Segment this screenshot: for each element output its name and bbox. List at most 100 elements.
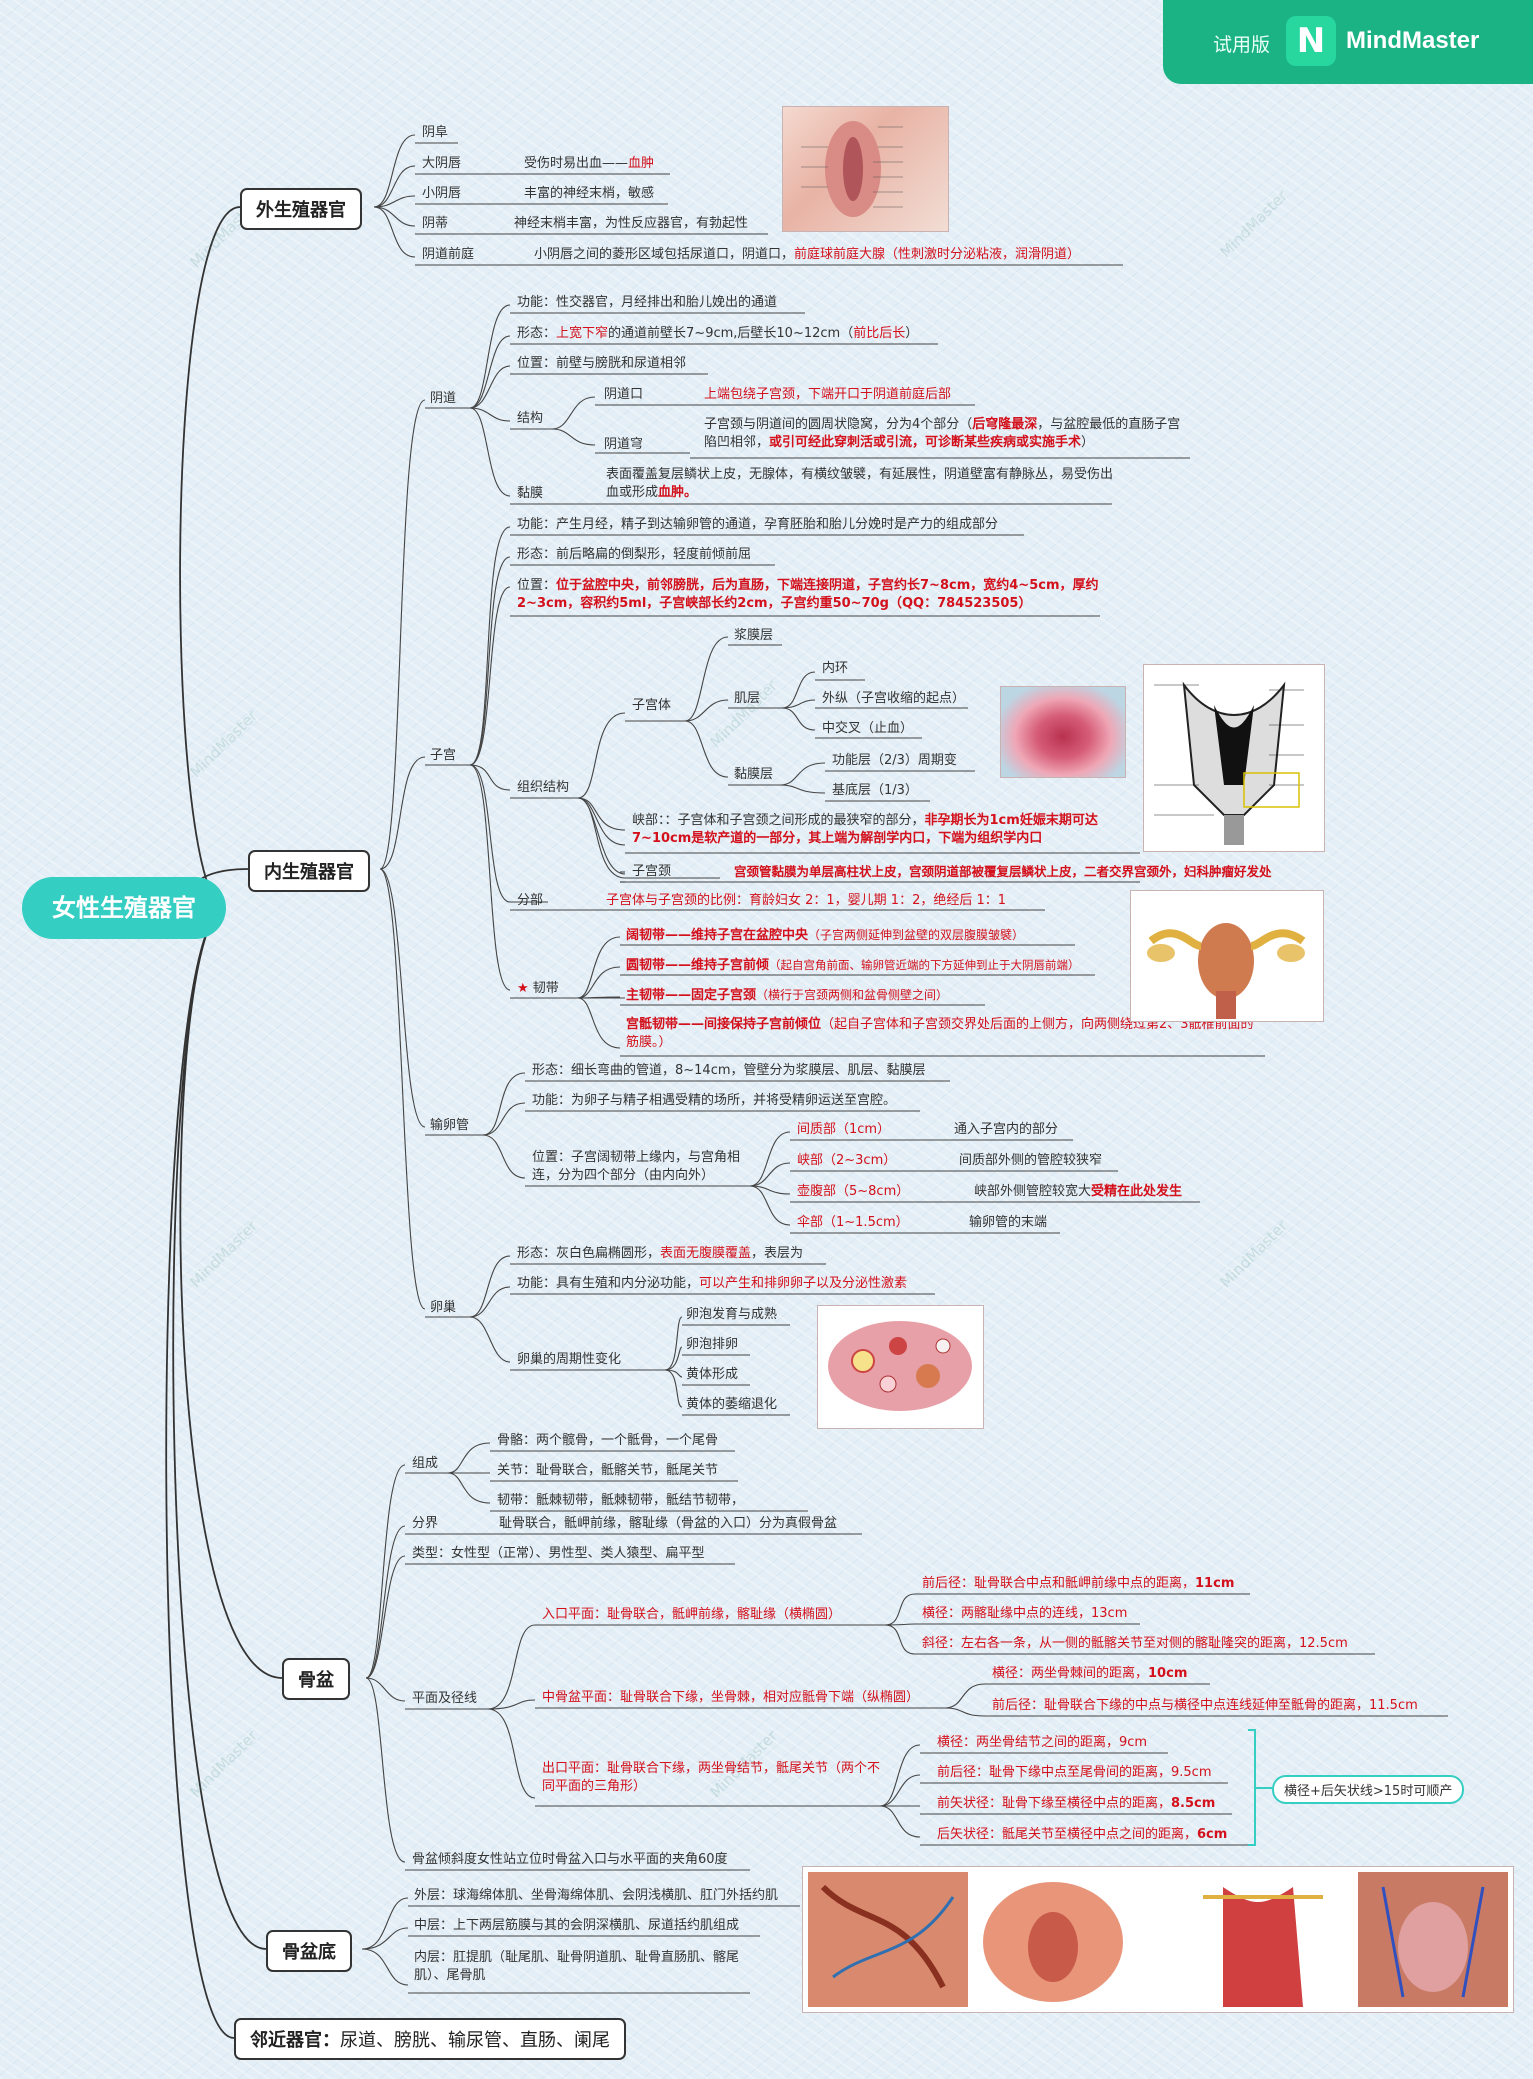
node-inlet-plane[interactable]: 入口平面：耻骨联合，骶岬前缘，髂耻缘（横椭圆） bbox=[542, 1607, 842, 1622]
node-uterus-position[interactable]: 位置：位于盆腔中央，前邻膀胱，后为直肠，下端连接阴道，子宫约长7~8cm，宽约4… bbox=[517, 578, 1099, 611]
brand-name: MindMaster bbox=[1346, 27, 1480, 54]
node-mons[interactable]: 阴阜 bbox=[422, 125, 449, 140]
node-ovary-function[interactable]: 功能：具有生殖和内分泌功能，可以产生和排卵卵子以及分泌性激素 bbox=[517, 1276, 908, 1291]
node-floor-inner[interactable]: 内层：肛提肌（耻尾肌、耻骨阴道肌、耻骨直肠肌、髂尾肌）、尾骨肌 bbox=[414, 1950, 740, 1983]
node-broad-ligament[interactable]: 阔韧带——维持子宫在盆腔中央（子宫两侧延伸到盆壁的双层腹膜皱襞） bbox=[626, 928, 1025, 943]
node-myometrium[interactable]: 肌层 bbox=[734, 691, 761, 706]
node-vagina-mucosa-note[interactable]: 表面覆盖复层鳞状上皮，无腺体，有横纹皱襞，有延展性，阴道壁富有静脉丛，易受伤出血… bbox=[606, 467, 1114, 500]
node-ovary-shape[interactable]: 形态：灰白色扁椭圆形，表面无腹膜覆盖，表层为 bbox=[517, 1246, 804, 1261]
node-vestibule[interactable]: 阴道前庭 bbox=[422, 247, 475, 262]
node-vestibule-note[interactable]: 小阴唇之间的菱形区域包括尿道口，阴道口，前庭球前庭大腺（性刺激时分泌粘液，润滑阴… bbox=[534, 247, 1081, 262]
node-interstitial[interactable]: 间质部（1cm） bbox=[797, 1122, 891, 1137]
node-pelvis-joints[interactable]: 关节：耻骨联合，骶髂关节，骶尾关节 bbox=[497, 1463, 719, 1478]
node-functional-layer[interactable]: 功能层（2/3）周期变 bbox=[832, 753, 957, 768]
node-corpus-luteum[interactable]: 黄体形成 bbox=[686, 1367, 739, 1382]
node-uterus-tissue[interactable]: 组织结构 bbox=[517, 780, 570, 795]
node-uterus-shape[interactable]: 形态：前后略扁的倒梨形，轻度前倾前屈 bbox=[517, 547, 752, 562]
node-outlet-anterior-sagittal[interactable]: 前矢状径：耻骨下缘至横径中点的距离，8.5cm bbox=[937, 1796, 1216, 1811]
node-vaginal-fornix[interactable]: 阴道穹 bbox=[604, 437, 644, 452]
node-fimbria[interactable]: 伞部（1~1.5cm） bbox=[797, 1215, 909, 1230]
node-tube-function[interactable]: 功能：为卵子与精子相遇受精的场所，并将受精卵运送至宫腔。 bbox=[532, 1093, 897, 1108]
node-pelvis-composition[interactable]: 组成 bbox=[412, 1456, 439, 1471]
node-labia-majora[interactable]: 大阴唇 bbox=[422, 156, 462, 171]
node-labia-majora-note[interactable]: 受伤时易出血——血肿 bbox=[524, 156, 655, 171]
node-vagina-structure[interactable]: 结构 bbox=[517, 411, 544, 426]
node-inlet-transverse[interactable]: 横径：两髂耻缘中点的连线，13cm bbox=[922, 1606, 1128, 1621]
node-follicle-development[interactable]: 卵泡发育与成熟 bbox=[686, 1307, 778, 1322]
node-outlet-transverse[interactable]: 横径：两坐骨结节之间的距离，9cm bbox=[937, 1735, 1148, 1750]
node-tube-position[interactable]: 位置：子宫阔韧带上缘内，与宫角相连，分为四个部分（由内向外） bbox=[532, 1150, 741, 1183]
node-ampulla[interactable]: 壶腹部（5~8cm） bbox=[797, 1184, 910, 1199]
node-vagina-position[interactable]: 位置：前壁与膀胱和尿道相邻 bbox=[517, 356, 687, 371]
trial-label: 试用版 bbox=[1213, 34, 1271, 56]
delivery-condition-callout[interactable]: 横径+后矢状线>15时可顺产 bbox=[1272, 1775, 1465, 1804]
node-vaginal-fornix-note[interactable]: 子宫颈与阴道间的圆周状隐窝，分为4个部分（后穹隆最深，与盆腔最低的直肠子宫陷凹相… bbox=[704, 417, 1181, 450]
node-floor-outer[interactable]: 外层：球海绵体肌、坐骨海绵体肌、会阴浅横肌、肛门外括约肌 bbox=[414, 1888, 779, 1903]
pelvic-floor-images bbox=[802, 1866, 1514, 2013]
node-uterus-parts[interactable]: 分部 bbox=[517, 893, 544, 908]
node-vaginal-orifice[interactable]: 阴道口 bbox=[604, 387, 644, 402]
node-uterus[interactable]: 子宫 bbox=[430, 748, 457, 763]
node-ovary[interactable]: 卵巢 bbox=[430, 1300, 457, 1315]
node-fimbria-note[interactable]: 输卵管的末端 bbox=[969, 1215, 1048, 1230]
topic-adjacent-organs[interactable]: 邻近器官：尿道、膀胱、输尿管、直肠、阑尾 bbox=[234, 2018, 626, 2060]
node-inner-circular[interactable]: 内环 bbox=[822, 661, 849, 676]
topic-internal-genitalia[interactable]: 内生殖器官 bbox=[248, 850, 370, 892]
node-uterus-parts-note[interactable]: 子宫体与子宫颈的比例：育龄妇女 2：1，婴儿期 1：2，绝经后 1：1 bbox=[606, 893, 1007, 908]
node-clitoris-note[interactable]: 神经末梢丰富，为性反应器官，有勃起性 bbox=[514, 216, 749, 231]
node-ovarian-cycle[interactable]: 卵巢的周期性变化 bbox=[517, 1352, 622, 1367]
node-outlet-posterior-sagittal[interactable]: 后矢状径：骶尾关节至横径中点之间的距离，6cm bbox=[937, 1827, 1228, 1842]
node-vagina-shape[interactable]: 形态：上宽下窄的通道前壁长7~9cm,后壁长10~12cm（前比后长） bbox=[517, 326, 919, 341]
node-isthmic[interactable]: 峡部（2~3cm） bbox=[797, 1153, 897, 1168]
node-ligaments[interactable]: ★ 韧带 bbox=[517, 981, 559, 996]
node-interstitial-note[interactable]: 通入子宫内的部分 bbox=[954, 1122, 1059, 1137]
node-floor-middle[interactable]: 中层：上下两层筋膜与其的会阴深横肌、尿道括约肌组成 bbox=[414, 1918, 740, 1933]
topic-external-genitalia[interactable]: 外生殖器官 bbox=[240, 188, 362, 230]
node-uterus-function[interactable]: 功能：产生月经，精子到达输卵管的通道，孕育胚胎和胎儿分娩时是产力的组成部分 bbox=[517, 517, 999, 532]
node-outlet-ap[interactable]: 前后径：耻骨下缘中点至尾骨间的距离，9.5cm bbox=[937, 1765, 1212, 1780]
node-isthmic-note[interactable]: 间质部外侧的管腔较狭窄 bbox=[959, 1153, 1103, 1168]
node-pelvis-types[interactable]: 类型：女性型（正常）、男性型、类人猿型、扁平型 bbox=[412, 1546, 705, 1561]
node-luteal-regression[interactable]: 黄体的萎缩退化 bbox=[686, 1397, 778, 1412]
node-vaginal-orifice-note[interactable]: 上端包绕子宫颈，下端开口于阴道前庭后部 bbox=[704, 387, 952, 402]
node-endometrium[interactable]: 黏膜层 bbox=[734, 767, 774, 782]
node-outer-longitudinal[interactable]: 外纵（子宫收缩的起点） bbox=[822, 691, 966, 706]
node-pelvis-ligaments[interactable]: 韧带：骶棘韧带，骶棘韧带，骶结节韧带， bbox=[497, 1493, 745, 1508]
mindmaster-badge[interactable]: 试用版 N MindMaster bbox=[1163, 0, 1533, 84]
node-vagina[interactable]: 阴道 bbox=[430, 391, 457, 406]
node-middle-cross[interactable]: 中交叉（止血） bbox=[822, 721, 914, 736]
node-isthmus[interactable]: 峡部：：子宫体和子宫颈之间形成的最狭窄的部分，非孕期长为1cm妊娠末期可达7~1… bbox=[632, 813, 1098, 846]
node-ampulla-note[interactable]: 峡部外侧管腔较宽大受精在此处发生 bbox=[974, 1184, 1183, 1199]
node-pelvis-boundary-note[interactable]: 耻骨联合，骶岬前缘，髂耻缘（骨盆的入口）分为真假骨盆 bbox=[499, 1516, 838, 1531]
node-tube-shape[interactable]: 形态：细长弯曲的管道，8~14cm，管壁分为浆膜层、肌层、黏膜层 bbox=[532, 1063, 926, 1078]
node-pelvis-planes[interactable]: 平面及径线 bbox=[412, 1691, 478, 1706]
node-pelvis-boundary[interactable]: 分界 bbox=[412, 1516, 439, 1531]
node-midpelvis-plane[interactable]: 中骨盆平面：耻骨联合下缘，坐骨棘，相对应骶骨下端（纵椭圆） bbox=[542, 1690, 920, 1705]
node-cardinal-ligament[interactable]: 主韧带——固定子宫颈（横行于宫颈两侧和盆骨侧壁之间） bbox=[626, 988, 949, 1003]
node-ovulation[interactable]: 卵泡排卵 bbox=[686, 1337, 739, 1352]
node-cervix-note[interactable]: 宫颈管黏膜为单层高柱状上皮，宫颈阴道部被覆复层鳞状上皮，二者交界宫颈外，妇科肿瘤… bbox=[734, 864, 1272, 879]
node-cervix[interactable]: 子宫颈 bbox=[632, 864, 672, 879]
uterus-mucosa-image bbox=[1000, 686, 1126, 778]
node-labia-minora-note[interactable]: 丰富的神经末梢，敏感 bbox=[524, 186, 655, 201]
node-inlet-ap[interactable]: 前后径：耻骨联合中点和骶岬前缘中点的距离，11cm bbox=[922, 1576, 1235, 1591]
node-inlet-oblique[interactable]: 斜径：左右各一条，从一侧的骶髂关节至对侧的髂耻隆突的距离，12.5cm bbox=[922, 1636, 1348, 1651]
node-midpelvis-ap[interactable]: 前后径：耻骨联合下缘的中点与横径中点连线延伸至骶骨的距离，11.5cm bbox=[992, 1698, 1418, 1713]
node-fallopian-tube[interactable]: 输卵管 bbox=[430, 1118, 470, 1133]
node-outlet-plane[interactable]: 出口平面：耻骨联合下缘，两坐骨结节，骶尾关节（两个不同平面的三角形） bbox=[542, 1761, 881, 1794]
node-clitoris[interactable]: 阴蒂 bbox=[422, 216, 449, 231]
node-basal-layer[interactable]: 基底层（1/3） bbox=[832, 783, 918, 798]
node-uterine-body[interactable]: 子宫体 bbox=[632, 698, 672, 713]
topic-pelvis[interactable]: 骨盆 bbox=[282, 1658, 350, 1700]
node-labia-minora[interactable]: 小阴唇 bbox=[422, 186, 462, 201]
node-round-ligament[interactable]: 圆韧带——维持子宫前倾（起自宫角前面、输卵管近端的下方延伸到止于大阴唇前端） bbox=[626, 958, 1080, 973]
node-pelvis-bones[interactable]: 骨骼：两个髋骨，一个骶骨，一个尾骨 bbox=[497, 1433, 719, 1448]
node-vagina-mucosa[interactable]: 黏膜 bbox=[517, 486, 544, 501]
node-serosa[interactable]: 浆膜层 bbox=[734, 628, 774, 643]
node-midpelvis-transverse[interactable]: 横径：两坐骨棘间的距离，10cm bbox=[992, 1666, 1188, 1681]
node-pelvic-inclination[interactable]: 骨盆倾斜度女性站立位时骨盆入口与水平面的夹角60度 bbox=[412, 1852, 728, 1867]
topic-pelvic-floor[interactable]: 骨盆底 bbox=[266, 1930, 352, 1972]
node-vagina-function[interactable]: 功能：性交器官，月经排出和胎儿娩出的通道 bbox=[517, 295, 778, 310]
root-topic[interactable]: 女性生殖器官 bbox=[22, 877, 226, 939]
